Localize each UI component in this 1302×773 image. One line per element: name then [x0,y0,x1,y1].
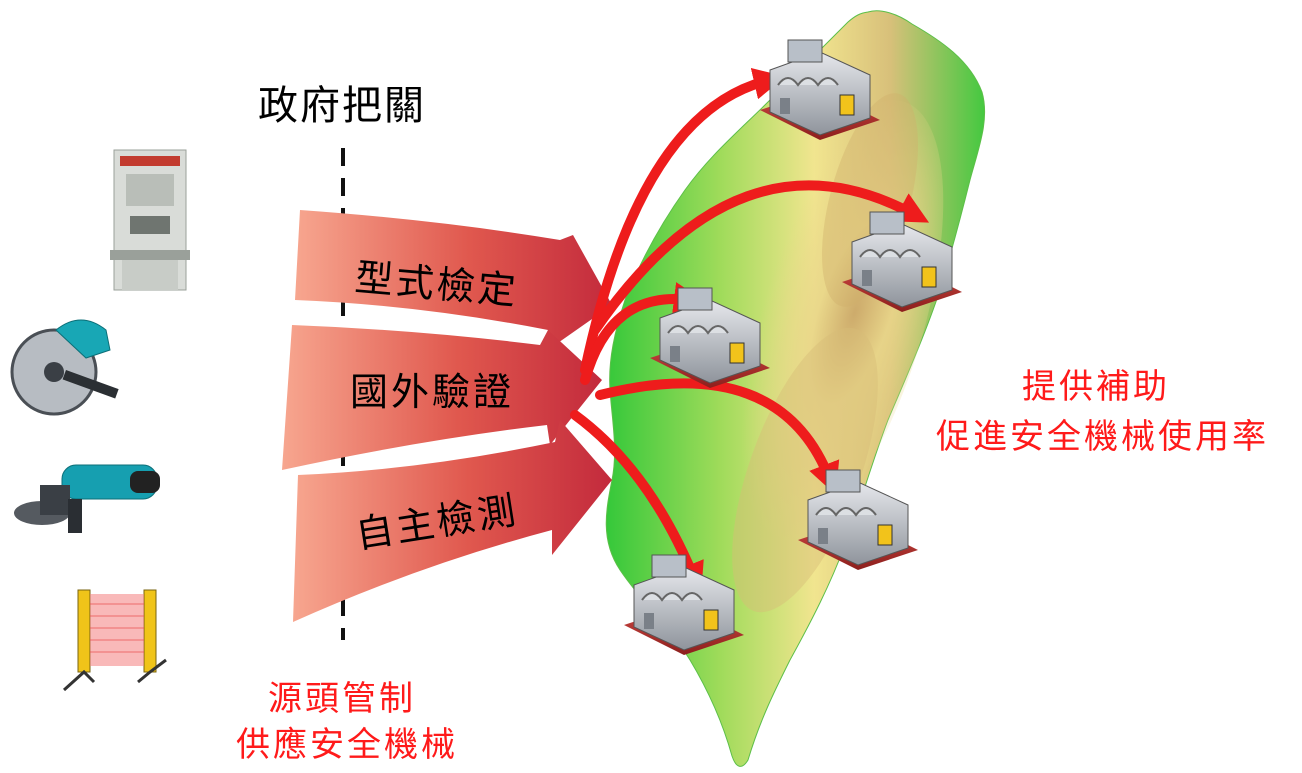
channel-arrow-self-testing [293,420,612,622]
press-machine-icon [110,149,190,291]
circular-saw-icon [10,319,119,416]
distribution-arrow-northeast [590,180,930,335]
factory-icon [760,39,880,140]
channel-label-foreign-verification: 國外驗證 [350,370,514,414]
distribution-arrow-north [580,68,786,375]
distribution-arrow-east [595,378,840,495]
distribution-arrow-central [580,282,706,385]
factory-icon [624,554,744,655]
subsidy-caption-line1: 提供補助 [1022,367,1170,407]
channel-arrow-foreign-verification [282,325,602,470]
distribution-arrows [570,68,930,595]
channel-arrow-type-approval [295,210,612,352]
factory-icon [842,211,962,312]
source-control-caption-line1: 源頭管制 [268,679,416,719]
subsidy-caption-line2: 促進安全機械使用率 [936,417,1269,457]
angle-grinder-icon [14,464,160,533]
factory-icon [650,287,770,388]
gate-label: 政府把關 [258,83,426,129]
distribution-arrow-south [570,410,704,595]
light-curtain-icon [62,589,167,692]
factory-icon [798,469,918,570]
source-control-caption-line2: 供應安全機械 [236,725,458,765]
